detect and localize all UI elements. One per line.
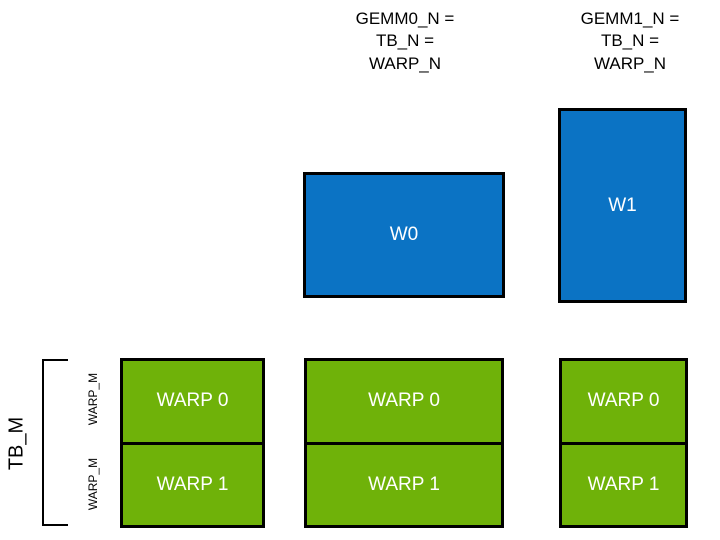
warp-row-label: WARP 0 [587, 390, 660, 412]
warp-row-cell: WARP 0 [123, 361, 262, 442]
warp-tile-w0-label: W0 [389, 224, 419, 245]
warp-row-label: WARP 1 [156, 473, 229, 495]
warp-row-column-0: WARP 0 WARP 1 [120, 358, 265, 528]
warp-tile-w0: W0 [303, 172, 505, 298]
warp-row-cell: WARP 1 [123, 441, 262, 525]
warp-row-cell: WARP 0 [307, 361, 501, 442]
warp-row-cell: WARP 1 [307, 441, 501, 525]
tb-m-brace [42, 359, 68, 526]
warp-row-column-1: WARP 0 WARP 1 [304, 358, 504, 528]
warp-row-cell: WARP 0 [562, 361, 685, 442]
warp-tile-w1: W1 [558, 108, 687, 303]
warp-row-label: WARP 0 [156, 390, 229, 412]
column-header-gemm0: GEMM0_N = TB_N = WARP_N [355, 9, 455, 73]
warp-row-label: WARP 0 [368, 390, 440, 412]
warp-row-column-2: WARP 0 WARP 1 [559, 358, 688, 528]
warp-row-cell: WARP 1 [562, 441, 685, 525]
warp-row-label: WARP 1 [368, 473, 440, 495]
axis-label-warp-m-bottom: WARP_M [86, 457, 100, 511]
warp-tile-w1-label: W1 [608, 194, 637, 216]
warp-row-label: WARP 1 [587, 473, 660, 495]
column-header-gemm1: GEMM1_N = TB_N = WARP_N [580, 9, 680, 73]
axis-label-warp-m-top: WARP_M [86, 372, 100, 426]
axis-label-tb-m: TB_M [5, 416, 28, 471]
